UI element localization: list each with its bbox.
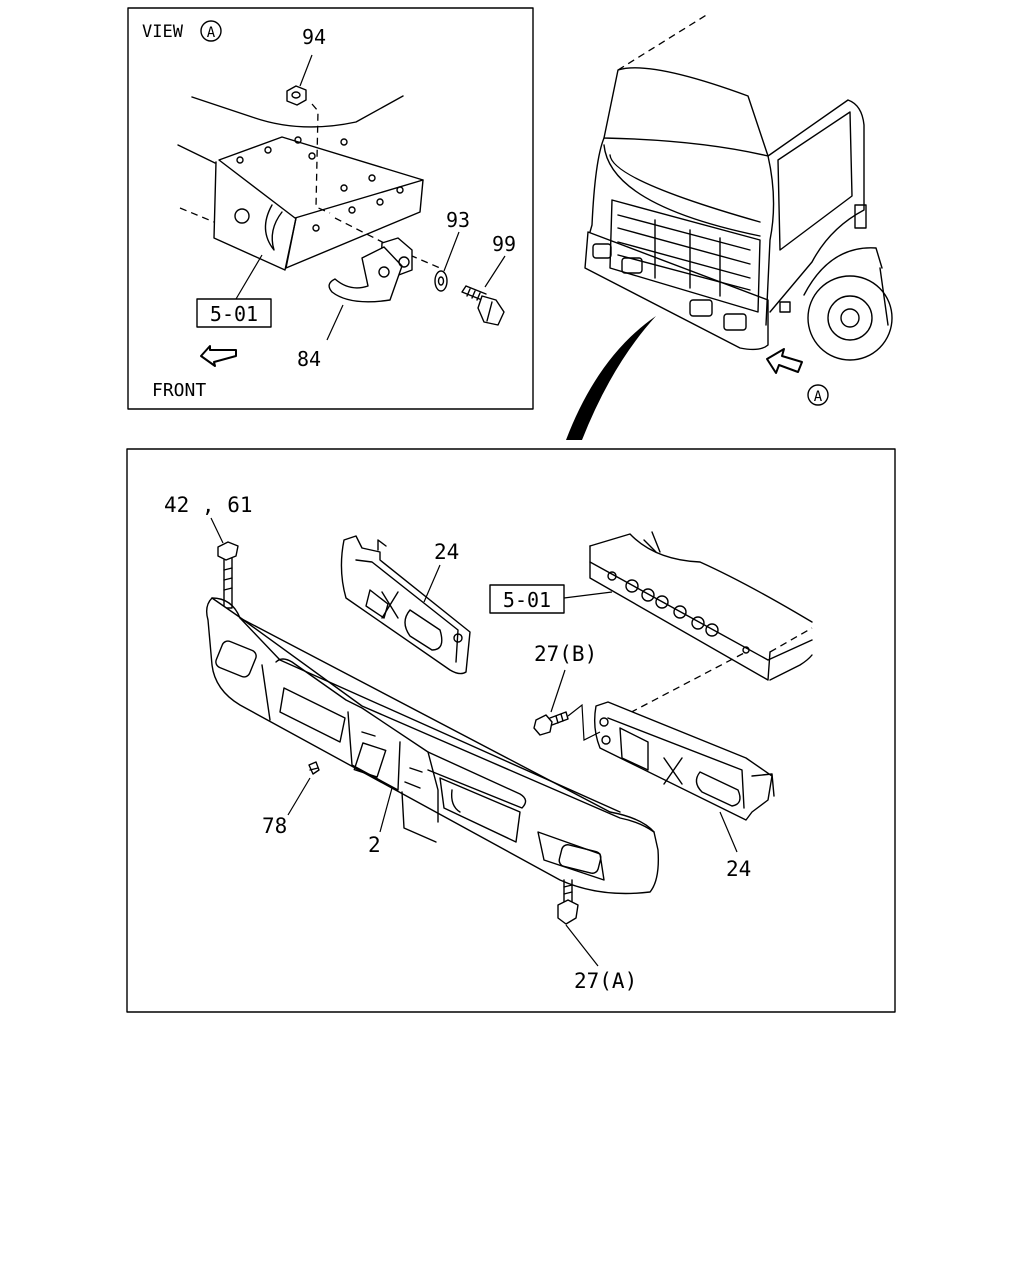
callout-27b: 27(B) <box>534 642 597 666</box>
leader-27a <box>565 924 599 967</box>
view-marker: A <box>207 25 216 41</box>
view-marker-circle <box>200 20 222 42</box>
ref-label-bumper: 5-01 <box>503 588 551 612</box>
bracket-lower-24 <box>593 651 775 821</box>
ref-label-inset: 5-01 <box>210 302 258 326</box>
leader-84 <box>326 304 344 341</box>
callout-84: 84 <box>297 347 321 371</box>
callout-24-lower: 24 <box>726 857 751 881</box>
callout-2: 2 <box>368 833 381 857</box>
view-direction-arrow-icon <box>766 348 803 374</box>
callout-78: 78 <box>262 814 287 838</box>
bumper-frame <box>126 448 896 1013</box>
callout-99: 99 <box>492 232 516 256</box>
washer-93 <box>434 270 448 292</box>
callout-94: 94 <box>302 25 326 49</box>
leader-24-upper <box>423 564 441 603</box>
front-arrow-icon <box>200 345 237 367</box>
connector-swoosh <box>566 316 656 440</box>
bolt-42-61 <box>217 541 239 609</box>
callout-24-upper: 24 <box>434 540 459 564</box>
ref-box-inset <box>196 298 272 328</box>
bolt-27a <box>557 879 579 925</box>
bumper-assembly: 42 , 61 2 <box>126 448 896 1013</box>
callout-42-61: 42 , 61 <box>164 493 253 517</box>
leader-42-61 <box>210 517 224 544</box>
hex-nut-94 <box>286 85 331 214</box>
front-bumper-2 <box>205 597 660 895</box>
view-a-inset: VIEW A <box>127 7 534 410</box>
leader-93 <box>443 231 460 272</box>
leader-94 <box>299 54 313 87</box>
chassis-rail <box>589 531 813 681</box>
frame-rail <box>177 95 424 271</box>
clip-78 <box>308 761 320 775</box>
ref-box-bumper <box>489 584 565 614</box>
truck-view-marker: A <box>814 389 823 405</box>
leader-ref-inset <box>235 254 263 300</box>
view-label: VIEW <box>142 22 184 42</box>
leader-78 <box>287 777 311 816</box>
bolt-27b <box>533 703 601 741</box>
leader-ref-bumper <box>563 591 613 599</box>
inset-frame <box>127 7 534 410</box>
callout-27a: 27(A) <box>574 969 637 993</box>
leader-24-lower <box>719 811 738 853</box>
leader-99 <box>484 255 506 288</box>
tow-hook-84 <box>328 217 441 303</box>
leader-27b <box>550 669 566 713</box>
bolt-99 <box>461 285 505 326</box>
truck-marker-circle <box>807 384 829 406</box>
truck-cab-illustration: A <box>584 13 893 406</box>
bracket-upper-24 <box>340 535 471 675</box>
leader-2 <box>379 787 393 833</box>
callout-93: 93 <box>446 208 470 232</box>
front-label: FRONT <box>152 380 206 401</box>
